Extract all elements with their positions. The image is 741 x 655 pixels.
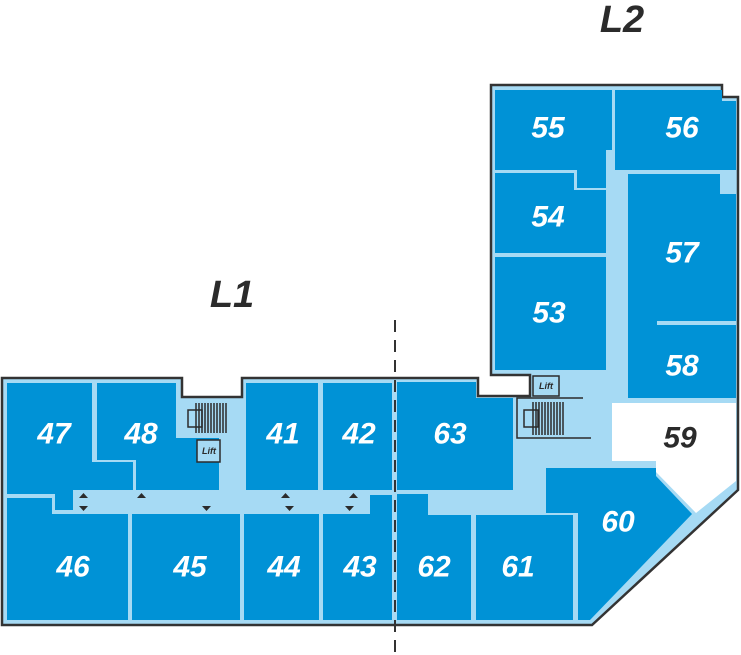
arrow-up-icon	[137, 493, 146, 498]
room-62[interactable]	[397, 494, 471, 620]
room-label-56: 56	[665, 112, 699, 145]
room-45[interactable]	[132, 514, 240, 620]
room-41[interactable]	[246, 383, 318, 490]
svg-text:Lift: Lift	[202, 446, 217, 456]
arrow-down-icon	[285, 506, 294, 511]
room-61[interactable]	[476, 515, 573, 620]
room-42[interactable]	[323, 383, 392, 490]
room-44[interactable]	[244, 514, 319, 620]
room-label-45: 45	[172, 551, 208, 584]
arrow-up-icon	[79, 493, 88, 498]
room-60[interactable]	[546, 468, 692, 620]
room-63[interactable]	[397, 382, 513, 490]
room-label-54: 54	[531, 201, 565, 234]
svg-text:Lift: Lift	[539, 381, 554, 391]
room-label-43: 43	[342, 551, 377, 584]
stairs-icon	[187, 403, 227, 433]
room-56[interactable]	[615, 90, 736, 170]
room-57[interactable]	[628, 174, 736, 340]
level-label-l1: L1	[210, 274, 254, 316]
room-label-55: 55	[531, 112, 566, 145]
arrow-down-icon	[345, 506, 354, 511]
room-label-41: 41	[265, 418, 299, 451]
room-46[interactable]	[7, 498, 128, 620]
door-arrows	[79, 493, 358, 511]
room-label-42: 42	[341, 418, 376, 451]
room-53[interactable]	[495, 257, 606, 370]
room-label-44: 44	[266, 551, 301, 584]
stairs-icon	[516, 397, 591, 439]
room-label-63: 63	[433, 418, 467, 451]
room-label-62: 62	[417, 551, 451, 584]
room-label-58: 58	[665, 350, 699, 383]
arrow-down-icon	[202, 506, 211, 511]
room-47[interactable]	[7, 383, 133, 510]
lift-icon: Lift	[532, 375, 560, 397]
room-label-61: 61	[501, 551, 534, 584]
room-label-53: 53	[532, 297, 566, 330]
arrow-up-icon	[349, 493, 358, 498]
room-55[interactable]	[495, 90, 612, 188]
lift-icon: Lift	[196, 439, 221, 463]
arrow-down-icon	[79, 506, 88, 511]
arrow-up-icon	[281, 493, 290, 498]
room-label-48: 48	[123, 418, 158, 451]
level-label-l2: L2	[600, 0, 644, 41]
room-label-59: 59	[663, 422, 697, 455]
room-label-46: 46	[55, 551, 90, 584]
room-54[interactable]	[495, 173, 606, 253]
room-48[interactable]	[97, 383, 219, 490]
room-label-57: 57	[665, 237, 700, 270]
room-59[interactable]	[612, 403, 736, 513]
room-label-47: 47	[36, 418, 72, 451]
room-label-60: 60	[601, 506, 635, 539]
room-43[interactable]	[323, 495, 392, 620]
